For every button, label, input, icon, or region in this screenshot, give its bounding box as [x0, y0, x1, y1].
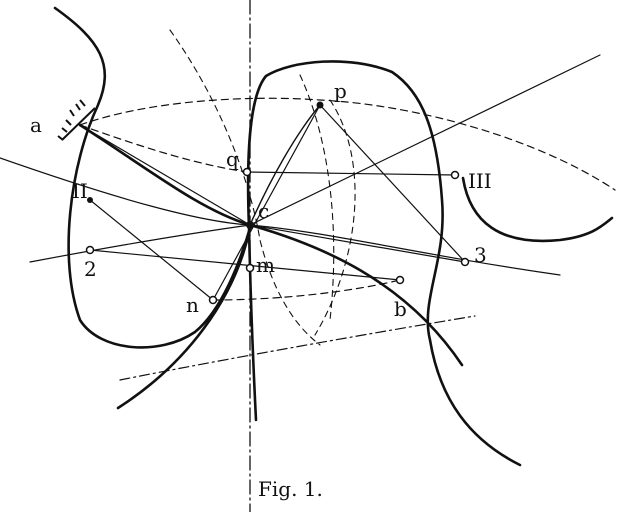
- label-m: m: [256, 253, 275, 277]
- line-a-c: [79, 124, 251, 226]
- point-m: [245, 263, 255, 273]
- point-c: [246, 221, 254, 229]
- line-2-c: [29, 224, 251, 263]
- point-III: [450, 170, 460, 180]
- a-c-b-curve: [78, 123, 464, 367]
- dashed-a-q: [79, 124, 248, 173]
- point-3: [460, 257, 470, 267]
- label-c: c: [258, 199, 269, 223]
- line-2-b: [89, 249, 401, 281]
- label-p: p: [334, 79, 347, 103]
- line-p-3: [319, 104, 466, 263]
- line-c-upper-right: [249, 54, 601, 226]
- upper-dashed-curve: [79, 97, 616, 191]
- line-II-n: [89, 199, 214, 301]
- point-q: [242, 167, 252, 177]
- line-c-3: [249, 224, 466, 263]
- dashed-arc-right: [314, 99, 356, 336]
- lower-left-curve: [116, 226, 252, 410]
- point-p: [316, 101, 324, 109]
- line-p-n: [212, 104, 321, 301]
- label-2: 2: [84, 257, 97, 281]
- line-c-p: [249, 104, 321, 226]
- left-boundary-curve: [53, 6, 252, 349]
- label-III: III: [468, 169, 492, 193]
- label-3: 3: [474, 243, 487, 267]
- label-a: a: [30, 113, 42, 137]
- line-q-III: [246, 171, 456, 176]
- dashed-arc-mid: [299, 74, 335, 321]
- figure-caption: Fig. 1.: [258, 477, 323, 501]
- label-n: n: [186, 293, 199, 317]
- upper-right-curve: [461, 176, 614, 243]
- lower-dashed-curve: [212, 279, 401, 301]
- point-n: [208, 295, 218, 305]
- point-II: [87, 197, 93, 203]
- point-2: [85, 245, 95, 255]
- label-II: II: [72, 179, 88, 203]
- fixed-support-icon: [57, 99, 96, 141]
- label-q: q: [226, 147, 239, 171]
- point-b: [395, 275, 405, 285]
- label-b: b: [394, 297, 407, 321]
- lower-dashdot-curve: [119, 315, 476, 381]
- dashed-arc-left: [169, 29, 321, 346]
